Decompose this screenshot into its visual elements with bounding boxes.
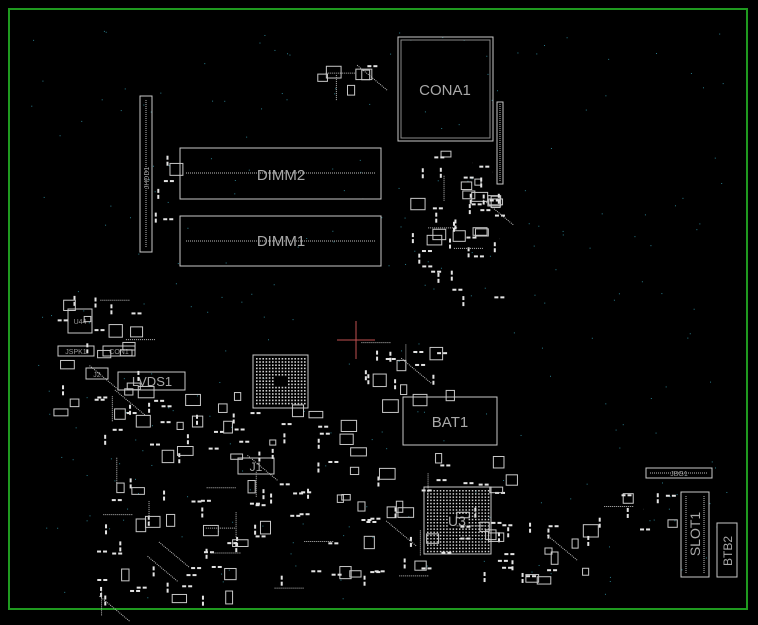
cpu-ball-grid <box>256 358 306 405</box>
component-j2[interactable]: J2 <box>85 367 109 380</box>
component-u44[interactable]: U44 <box>67 308 93 334</box>
j2-label: J2 <box>93 372 101 379</box>
component-btb2[interactable]: BTB2 <box>716 522 738 578</box>
u3-ball-grid <box>427 490 490 553</box>
component-j1[interactable]: J1 <box>237 457 275 475</box>
con1-label: CON1 <box>109 349 129 356</box>
dimm2-label: DIMM2 <box>257 167 305 184</box>
component-dimm2[interactable]: DIMM2 <box>179 147 382 200</box>
origin-cross-marker <box>337 321 375 359</box>
component-con1[interactable]: CON1 <box>102 345 136 357</box>
component-bat1[interactable]: BAT1 <box>402 396 498 446</box>
cona1-label: CONA1 <box>419 82 471 99</box>
btb2-label: BTB2 <box>721 536 735 566</box>
jbg1-label: JBG1 <box>670 471 688 478</box>
component-dimm1[interactable]: DIMM1 <box>179 215 382 267</box>
u44-label: U44 <box>74 319 87 326</box>
dimm1-label: DIMM1 <box>257 233 305 250</box>
slot1-label: SLOT1 <box>687 512 703 557</box>
jhdd1-label: JHDD1 <box>144 167 151 190</box>
component-u3[interactable]: U3 <box>423 486 492 555</box>
bat1-label: BAT1 <box>432 414 468 431</box>
component-lvds1[interactable]: LVDS1 <box>117 371 186 391</box>
via-scatter <box>31 30 728 600</box>
component-slot1[interactable]: SLOT1 <box>680 491 710 578</box>
cona1-pin-strip <box>496 101 504 185</box>
component-cona1[interactable]: CONA1 <box>397 36 494 142</box>
board-edge <box>8 8 748 610</box>
u3-label: U3 <box>448 513 466 529</box>
component-jhdd1[interactable]: JHDD1 <box>139 95 153 253</box>
component-jbg1[interactable]: JBG1 <box>645 467 713 479</box>
component-jspk1[interactable]: JSPK1 <box>57 345 95 357</box>
jspk1-label: JSPK1 <box>65 349 87 356</box>
lvds1-label: LVDS1 <box>132 374 172 389</box>
component-cpu-bga[interactable] <box>252 354 309 409</box>
small-component-footprints <box>53 64 678 622</box>
j1-label: J1 <box>250 460 263 474</box>
